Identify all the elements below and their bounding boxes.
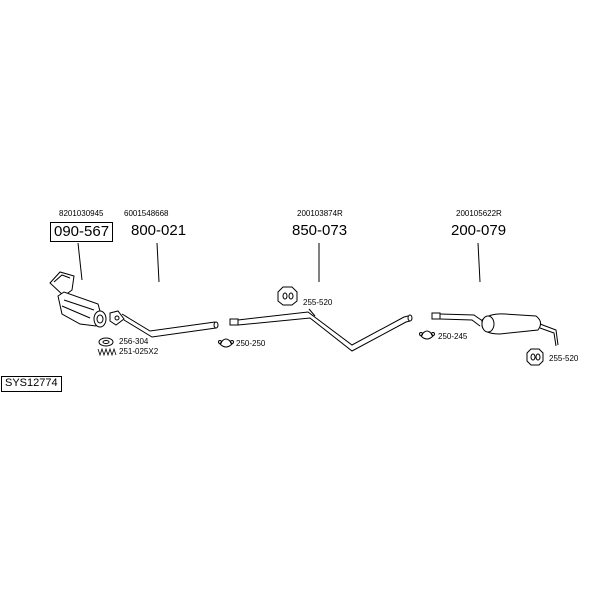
accessory-label: 250-245 [438,332,468,341]
rubber-mount-icon [526,348,544,366]
part-number: 850-073 [292,222,348,239]
gasket-icon [98,337,114,347]
catalytic-converter-icon [49,271,107,328]
part-number-highlighted: 090-567 [50,222,114,242]
accessory-label: 255-520 [549,354,579,363]
rear-silencer-icon [431,312,559,347]
oe-number: 6001548668 [124,209,169,218]
system-id-label: SYS12774 [1,376,62,392]
part-number: 200-079 [451,222,507,239]
accessory-label: 256-304 [119,337,149,346]
oe-number: 200103874R [297,209,343,218]
front-pipe-icon [109,310,219,338]
oe-number: 200105622R [456,209,502,218]
oe-number: 8201030945 [59,209,104,218]
rubber-mount-icon [277,286,298,306]
leader-line-090-567 [77,242,83,281]
spring-icon [97,347,117,357]
clamp-icon [419,330,435,340]
accessory-label: 255-520 [303,298,333,307]
accessory-label: 251-025X2 [119,347,159,356]
leader-line-200-079 [477,242,481,283]
centre-pipe-icon [229,308,413,352]
leader-line-800-021 [156,242,160,283]
part-number: 800-021 [131,222,187,239]
clamp-icon [218,338,234,348]
accessory-label: 250-250 [236,339,266,348]
